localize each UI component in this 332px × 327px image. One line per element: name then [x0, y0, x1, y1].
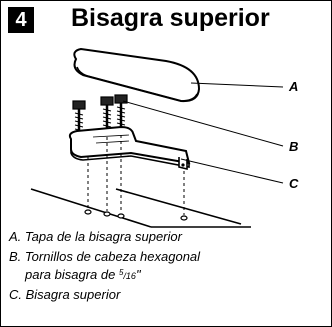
legend-item-b: B. Tornillos de cabeza hexagonal para bi…	[9, 249, 327, 284]
hinge-cover-shape	[73, 47, 201, 103]
alignment-dashes	[87, 135, 185, 215]
callout-leaders	[122, 82, 284, 184]
legend-b-suffix: "	[135, 267, 141, 282]
fraction-five-sixteenths: 5/16	[118, 268, 136, 281]
fraction-numerator: 5	[118, 268, 124, 277]
hinge-diagram: A B C	[30, 47, 299, 228]
hinge-bracket-shape	[68, 125, 191, 171]
legend-item-a: A. Tapa de la bisagra superior	[9, 229, 182, 244]
step-title: Bisagra superior	[71, 4, 270, 32]
callout-a: A	[288, 79, 298, 94]
fraction-denominator: 16	[125, 271, 136, 281]
cabinet-top-outline	[30, 188, 251, 228]
step-number-badge: 4	[8, 7, 34, 33]
legend-item-c: C. Bisagra superior	[9, 287, 121, 302]
legend-b-prefix: para bisagra de	[25, 267, 119, 282]
callout-b: B	[289, 139, 298, 154]
callout-c: C	[289, 176, 299, 191]
parts-legend: A. Tapa de la bisagra superior B. Tornil…	[9, 229, 327, 307]
legend-item-b-line1: B. Tornillos de cabeza hexagonal	[9, 249, 201, 264]
mounting-holes	[84, 209, 188, 221]
legend-item-b-line2: para bisagra de 5/16"	[9, 267, 141, 282]
